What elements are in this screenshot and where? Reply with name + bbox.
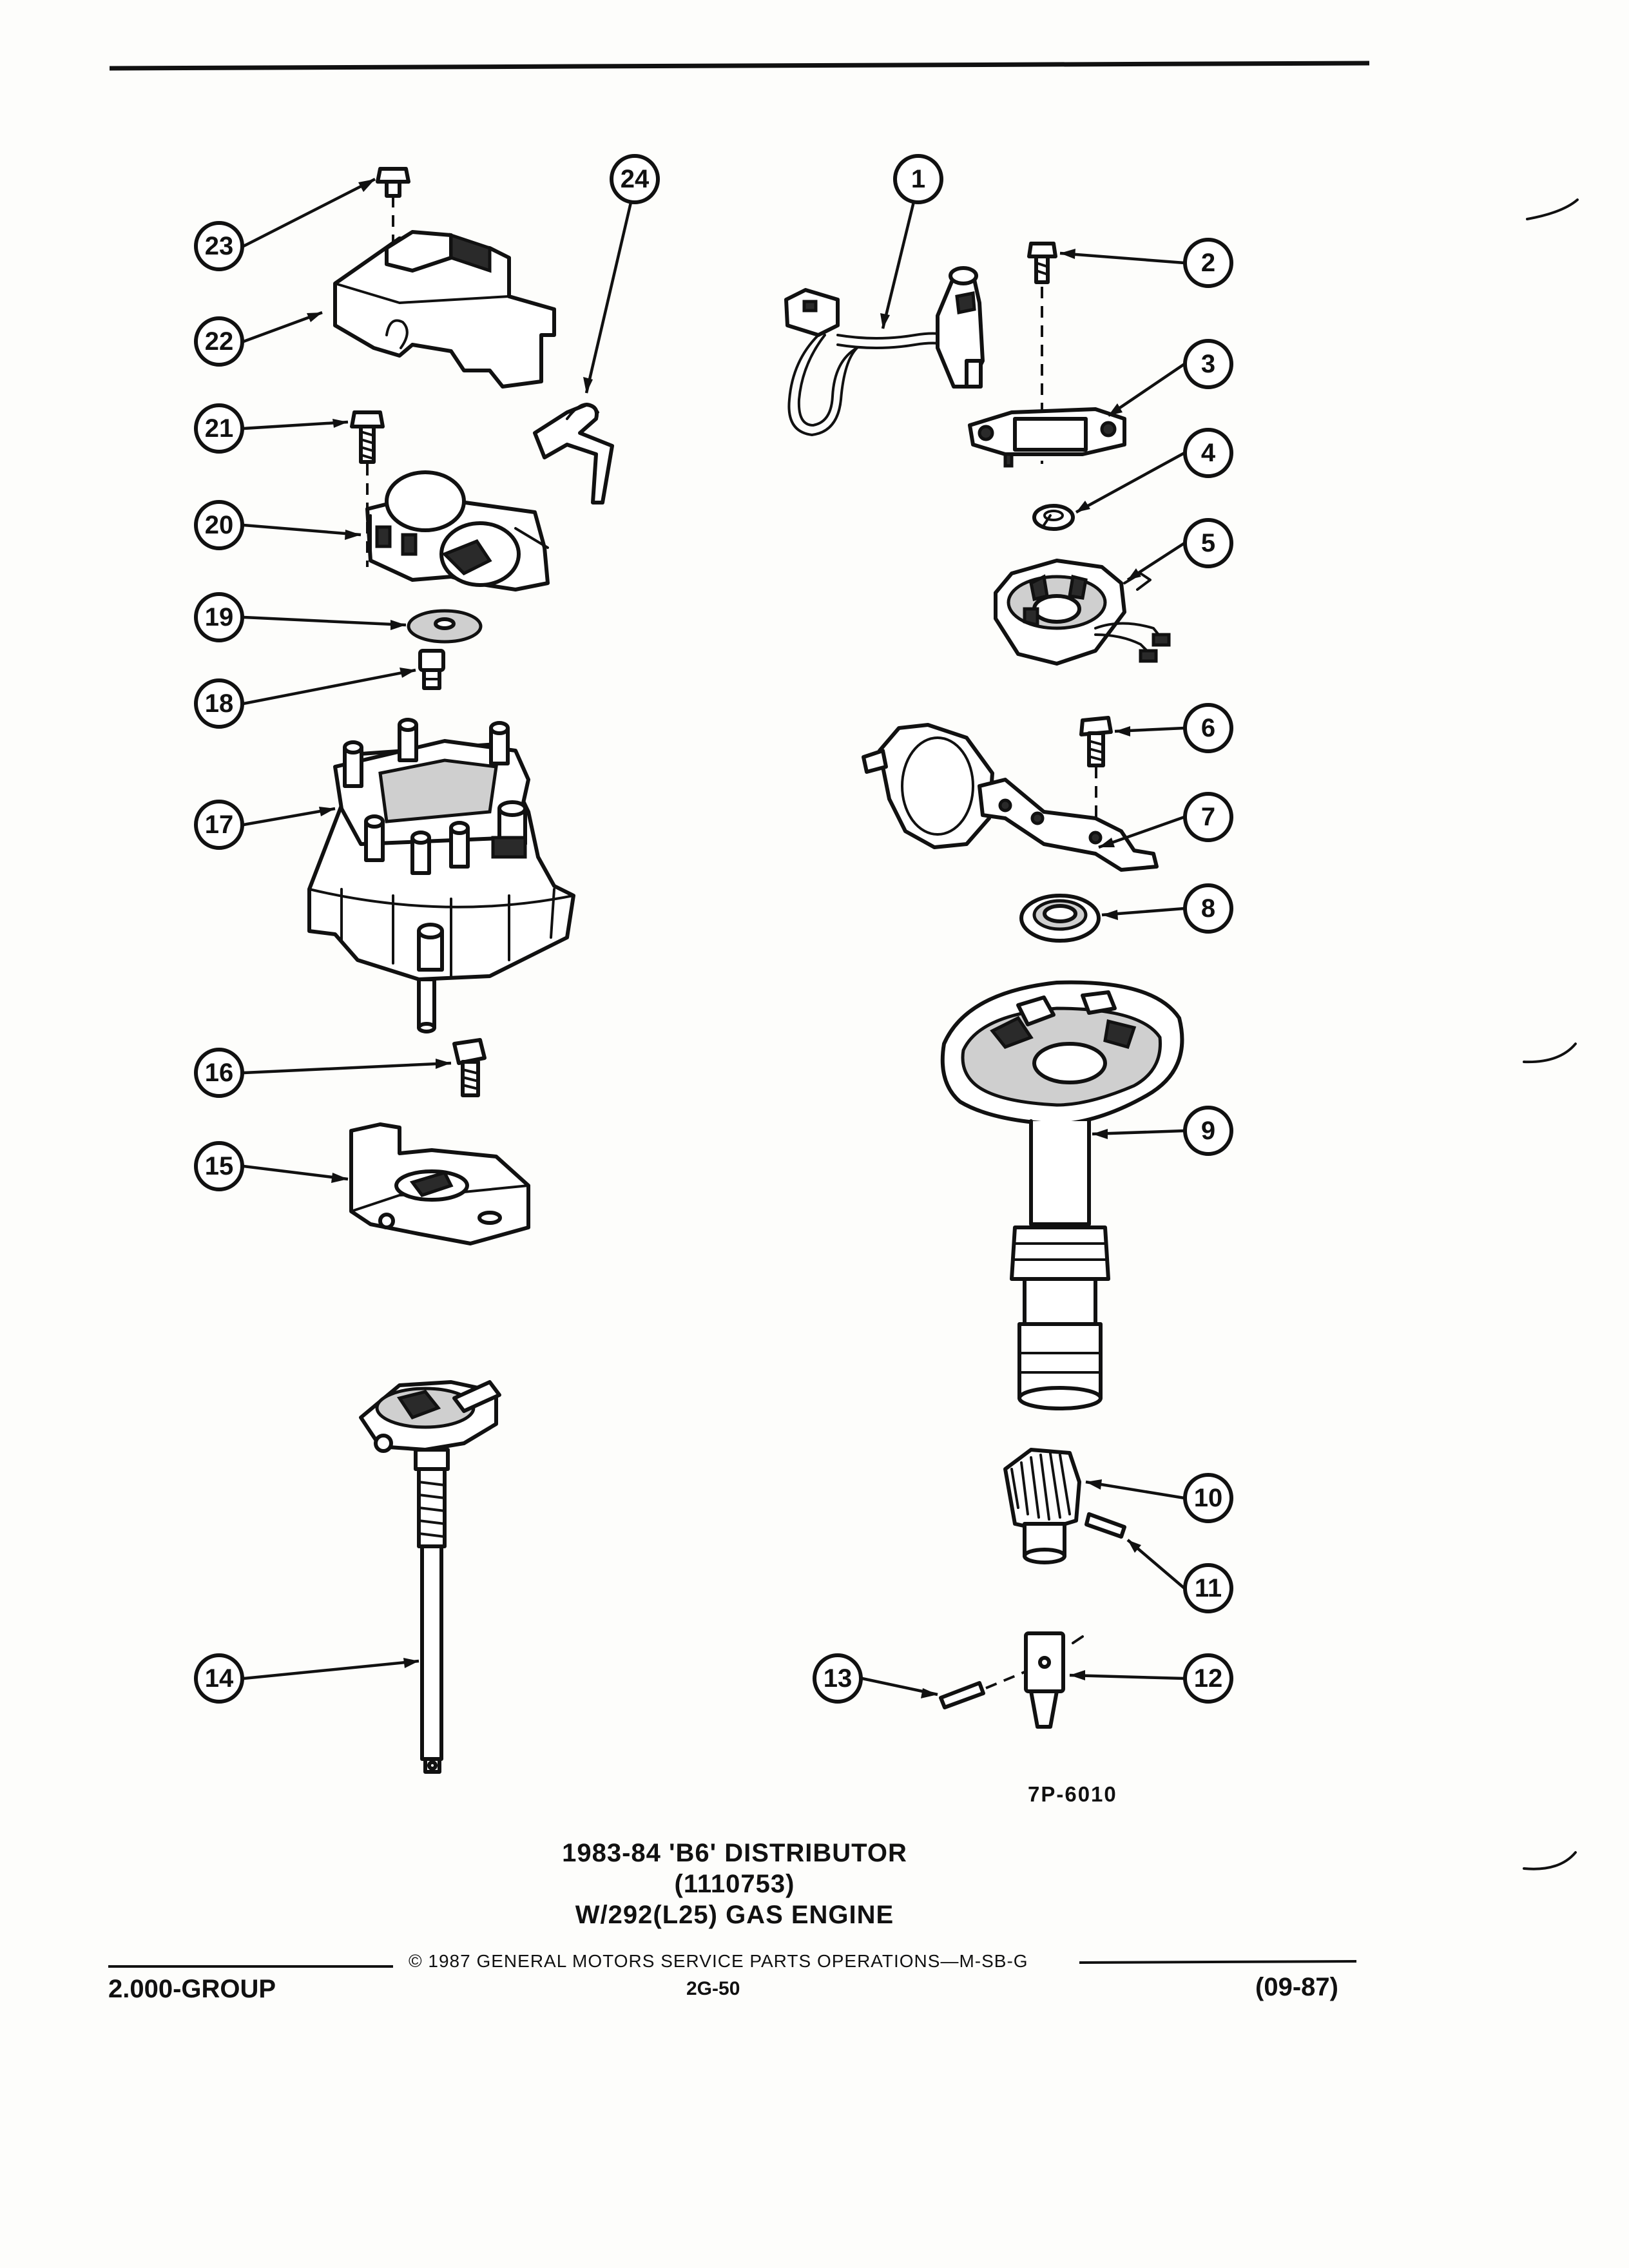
svg-text:17: 17	[205, 811, 234, 839]
svg-text:6: 6	[1201, 714, 1215, 742]
callout-4: 4	[1183, 428, 1233, 478]
part-17-distributor-cap	[307, 718, 575, 1033]
part-10-drive-gear	[1003, 1448, 1081, 1564]
page-number: 2G-50	[686, 1978, 740, 1999]
callout-7: 7	[1183, 792, 1233, 842]
part-4-retaining-ring	[1032, 504, 1075, 531]
title-line-1: 1983-84 'B6' DISTRIBUTOR	[562, 1839, 907, 1867]
part-16-screw	[452, 1038, 487, 1097]
callout-20: 20	[194, 500, 244, 550]
part-15-shield	[349, 1122, 530, 1245]
part-19-seal	[407, 609, 483, 644]
callout-16: 16	[194, 1048, 244, 1098]
part-8-seal	[1019, 894, 1101, 943]
callout-14: 14	[194, 1653, 244, 1704]
part-14-shaft-assembly	[359, 1380, 501, 1774]
callout-11: 11	[1183, 1563, 1233, 1613]
part-3-ignition-module	[968, 407, 1126, 468]
svg-text:13: 13	[824, 1664, 853, 1693]
svg-text:4: 4	[1201, 439, 1216, 467]
callout-19: 19	[194, 592, 244, 642]
callouts: 23 22 21 20 19 18 17 16 15 14 24 1 2 3 4…	[194, 154, 1233, 1704]
callout-2: 2	[1183, 238, 1233, 288]
callout-15: 15	[194, 1141, 244, 1191]
part-21-screw	[350, 410, 385, 567]
svg-text:5: 5	[1201, 529, 1215, 557]
part-12-tang-drive	[1024, 1631, 1084, 1729]
callout-3: 3	[1183, 339, 1233, 389]
svg-text:10: 10	[1194, 1484, 1223, 1512]
callout-5: 5	[1183, 518, 1233, 568]
callout-1: 1	[893, 154, 943, 204]
part-13-roll-pin	[939, 1671, 1025, 1709]
group-label: 2.000-GROUP	[108, 1975, 276, 2003]
binding-mark	[1523, 1043, 1577, 1064]
part-7-vacuum-advance	[862, 723, 1159, 872]
top-rule	[109, 61, 1370, 71]
part-9-distributor-housing	[940, 980, 1184, 1410]
part-22-coil-cover	[333, 230, 556, 389]
svg-text:23: 23	[205, 232, 234, 260]
callout-9: 9	[1183, 1106, 1233, 1156]
svg-text:18: 18	[205, 689, 234, 718]
title-line-2: (1110753)	[674, 1870, 795, 1898]
svg-text:1: 1	[911, 165, 925, 193]
part-5-pole-piece-assembly	[994, 559, 1171, 666]
svg-text:3: 3	[1201, 350, 1215, 378]
callout-12: 12	[1183, 1653, 1233, 1704]
svg-text:8: 8	[1201, 894, 1215, 923]
diagram-title: 1983-84 'B6' DISTRIBUTOR (1110753) W/292…	[503, 1838, 967, 1930]
callout-18: 18	[194, 678, 244, 729]
part-11-roll-pin	[1084, 1512, 1126, 1539]
svg-text:11: 11	[1195, 1574, 1222, 1602]
callout-10: 10	[1183, 1473, 1233, 1523]
svg-text:22: 22	[205, 327, 234, 356]
svg-text:9: 9	[1201, 1117, 1215, 1145]
title-line-3: W/292(L25) GAS ENGINE	[575, 1901, 894, 1929]
part-1-wiring-harness	[784, 266, 985, 436]
svg-text:24: 24	[621, 165, 650, 193]
callout-21: 21	[194, 403, 244, 454]
svg-text:19: 19	[205, 603, 234, 631]
svg-text:21: 21	[205, 414, 234, 443]
binding-mark	[1523, 1851, 1577, 1870]
figure-code: 7P-6010	[1028, 1782, 1117, 1806]
callout-22: 22	[194, 316, 244, 367]
svg-text:16: 16	[205, 1059, 234, 1087]
svg-text:15: 15	[205, 1152, 234, 1180]
part-24-retainer-clip	[533, 403, 614, 505]
svg-text:14: 14	[205, 1664, 234, 1693]
footer-rule-right	[1079, 1960, 1357, 1964]
svg-text:12: 12	[1194, 1664, 1223, 1693]
callout-6: 6	[1183, 703, 1233, 753]
callout-24: 24	[610, 154, 660, 204]
callout-23: 23	[194, 221, 244, 271]
copyright-notice: © 1987 GENERAL MOTORS SERVICE PARTS OPER…	[409, 1951, 1028, 1971]
leader-arrowheads	[307, 179, 1141, 1698]
svg-text:20: 20	[205, 511, 234, 539]
binding-mark	[1526, 198, 1579, 220]
callout-17: 17	[194, 800, 244, 850]
svg-text:2: 2	[1201, 249, 1215, 277]
part-20-ignition-coil	[365, 470, 550, 591]
part-2-screw	[1027, 242, 1057, 464]
svg-text:7: 7	[1201, 803, 1215, 831]
date-code: (09-87)	[1255, 1973, 1338, 2001]
part-6-screw	[1079, 716, 1113, 838]
callout-8: 8	[1183, 883, 1233, 934]
part-18-carbon-brush	[418, 649, 445, 690]
callout-13: 13	[813, 1653, 863, 1704]
